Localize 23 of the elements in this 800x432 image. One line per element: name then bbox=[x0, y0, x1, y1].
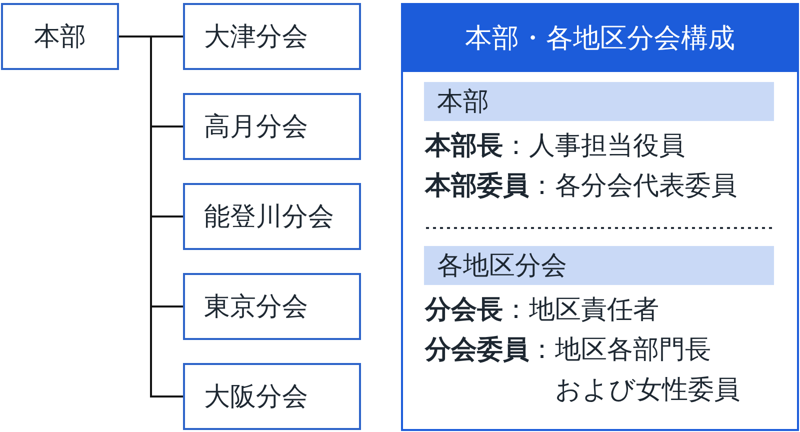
org-box bbox=[1, 3, 119, 70]
definition-text: 本部委員：各分会代表委員 bbox=[425, 170, 737, 203]
node-label: 高月分会 bbox=[204, 110, 308, 144]
org-box bbox=[183, 3, 361, 70]
org-box bbox=[183, 273, 361, 340]
node-label: 本部 bbox=[34, 20, 86, 54]
definition-text: 分会委員：地区各部門長および女性委員 bbox=[425, 334, 741, 407]
org-box bbox=[183, 93, 361, 160]
definition-text: 分会長：地区責任者 bbox=[425, 294, 659, 327]
node-label: 東京分会 bbox=[204, 290, 308, 324]
definition-text: 本部長：人事担当役員 bbox=[425, 130, 685, 163]
panel-title: 本部・各地区分会構成 bbox=[465, 22, 735, 56]
info-panel bbox=[401, 3, 799, 431]
node-label: 大津分会 bbox=[204, 20, 308, 54]
section-band bbox=[424, 82, 774, 121]
section-heading: 本部 bbox=[437, 86, 489, 118]
node-label: 能登川分会 bbox=[204, 200, 334, 234]
org-box bbox=[183, 183, 361, 250]
section-band bbox=[424, 246, 774, 285]
connector-line bbox=[119, 36, 183, 398]
section-heading: 各地区分会 bbox=[437, 250, 567, 282]
node-label: 大阪分会 bbox=[204, 380, 308, 414]
org-box bbox=[183, 363, 361, 430]
